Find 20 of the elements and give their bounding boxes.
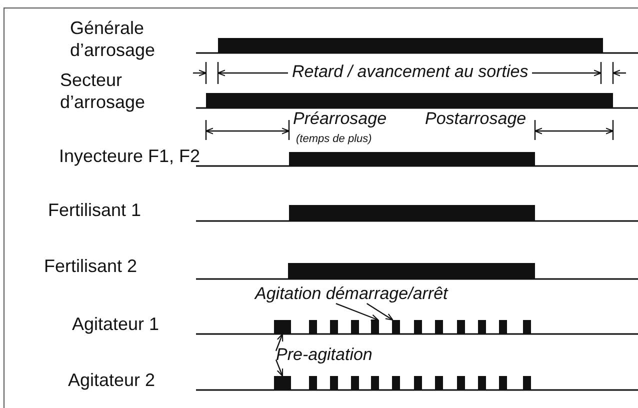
signal-name: Secteur d’arrosage: [60, 69, 146, 113]
leader-arrow: [366, 303, 394, 321]
signal-name: Générale d’arrosage: [70, 17, 156, 61]
signal-name: Fertilisant 1: [48, 200, 142, 221]
signal-name: Agitateur 2: [68, 370, 156, 391]
annotation-label: Agitation démarrage/arrêt: [255, 284, 448, 304]
signal-name: Agitateur 1: [72, 314, 160, 335]
annotation-label: Pre-agitation: [276, 345, 372, 365]
signal-name: Fertilisant 2: [44, 256, 138, 277]
pulse-bar: [392, 320, 400, 334]
dimension-note: (temps de plus): [296, 133, 372, 146]
pulse-bar: [274, 376, 291, 390]
dimension-label: Préarrosage: [293, 109, 387, 129]
leader-arrow: [275, 333, 284, 352]
dimension-label: Postarrosage: [425, 109, 526, 129]
pulse-bar: [274, 320, 291, 334]
leader-arrow: [336, 302, 379, 321]
leader-arrow: [275, 359, 284, 377]
pulse-bar: [371, 320, 379, 334]
signal-name: Inyecteure F1, F2: [59, 146, 200, 167]
